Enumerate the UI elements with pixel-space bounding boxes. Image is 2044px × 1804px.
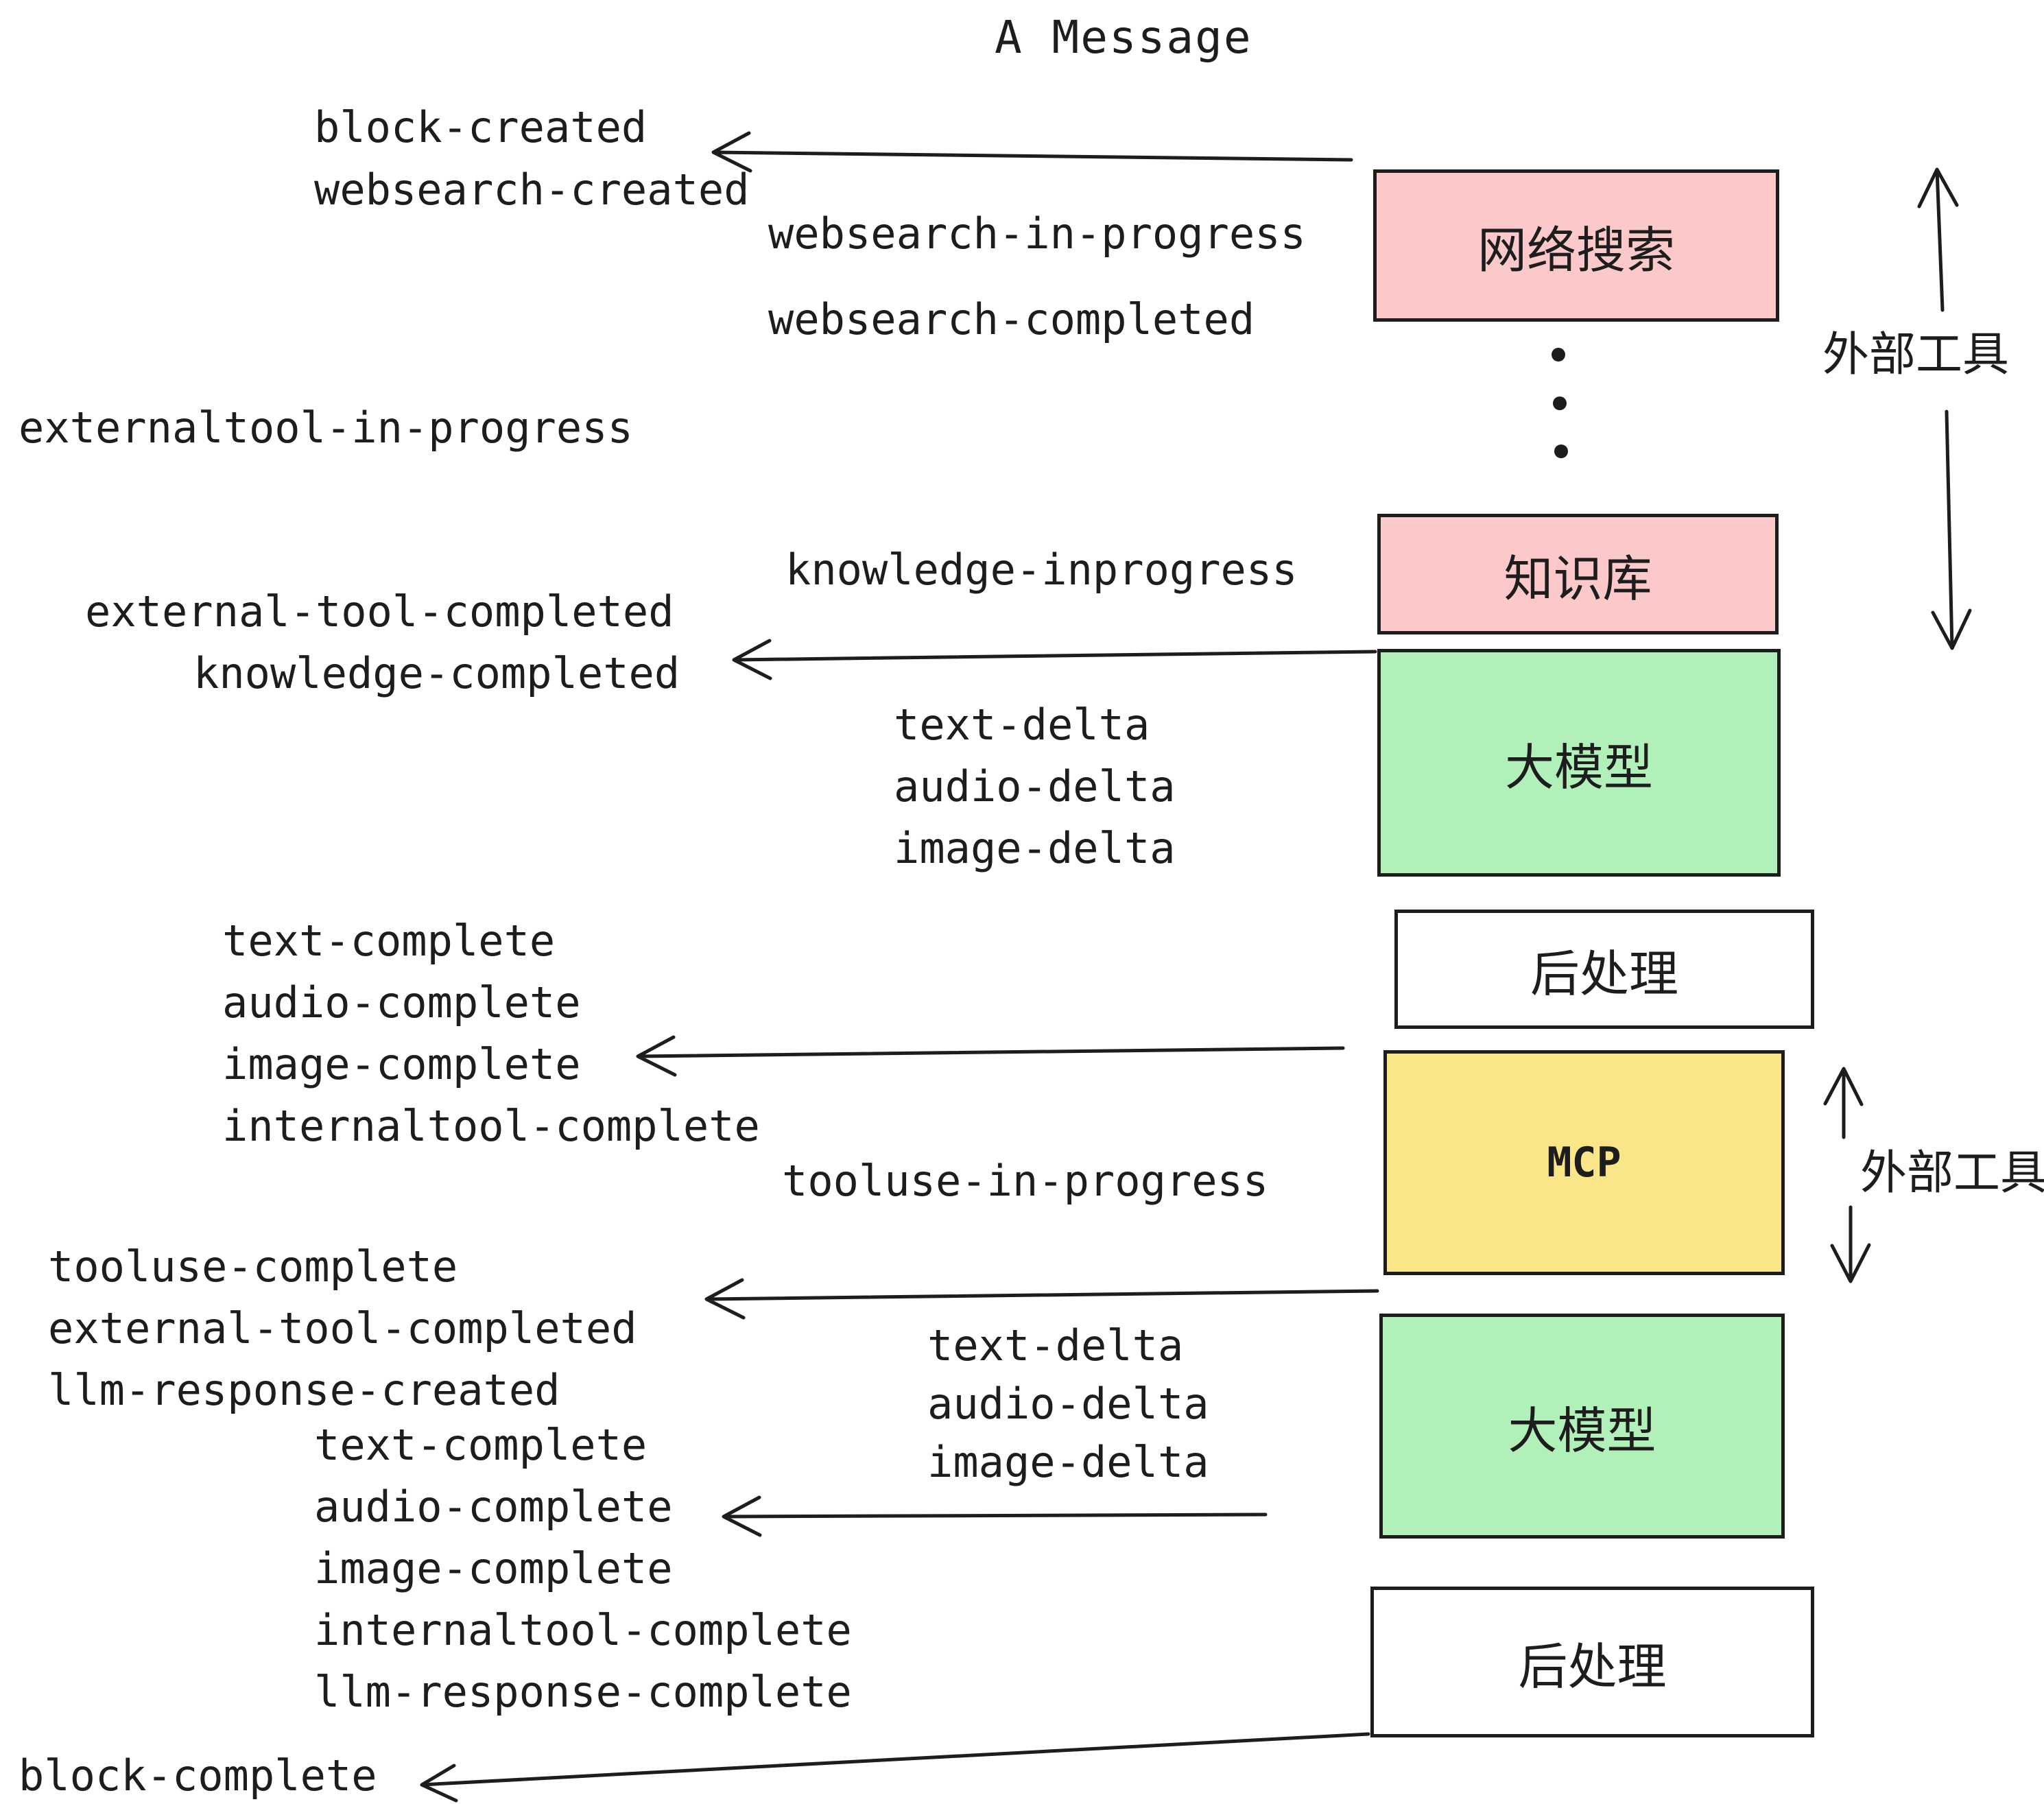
box-post-2: 后处理 — [1370, 1587, 1814, 1737]
event-label-block-created: block-created — [314, 102, 647, 152]
arrow-audio-complete — [722, 1495, 1268, 1537]
arrow-external-tools-down-1 — [1931, 410, 1972, 650]
arrow-external-tools-up-1 — [1917, 167, 1959, 312]
event-label-tooluse-in-progress: tooluse-in-progress — [782, 1156, 1269, 1206]
event-label-image-delta-2: image-delta — [927, 1437, 1209, 1487]
arrow-external-tools-down-2 — [1830, 1205, 1871, 1283]
event-label-websearch-created: websearch-created — [314, 165, 750, 215]
arrow-external-tools-up-2 — [1823, 1067, 1864, 1139]
event-label-llm-response-complete: llm-response-complete — [314, 1667, 852, 1717]
arrow-block-complete — [420, 1732, 1370, 1803]
event-label-text-delta-2: text-delta — [927, 1320, 1184, 1370]
event-label-tooluse-complete: tooluse-complete — [48, 1242, 458, 1292]
event-label-internaltool-complete-2: internaltool-complete — [314, 1605, 852, 1655]
event-label-external-tool-completed: external-tool-completed — [85, 586, 674, 637]
box-mcp: MCP — [1383, 1050, 1785, 1275]
event-label-text-complete: text-complete — [222, 916, 556, 966]
arrow-knowledge-completed — [732, 639, 1377, 680]
box-knowledge: 知识库 — [1377, 514, 1779, 634]
arrow-external-tool-completed — [704, 1278, 1379, 1320]
event-label-audio-complete-2: audio-complete — [314, 1482, 673, 1532]
event-label-llm-response-created: llm-response-created — [48, 1365, 560, 1415]
event-label-websearch-completed: websearch-completed — [768, 294, 1255, 344]
box-knowledge-label: 知识库 — [1504, 551, 1652, 607]
event-label-audio-delta: audio-delta — [894, 761, 1176, 811]
event-label-audio-complete: audio-complete — [222, 977, 581, 1028]
annotation-external-tools-top: 外部工具 — [1822, 329, 2010, 381]
box-mcp-label: MCP — [1547, 1139, 1621, 1187]
event-label-image-delta: image-delta — [894, 823, 1176, 873]
event-label-websearch-in-progress: websearch-in-progress — [768, 209, 1306, 259]
event-label-externaltool-in-progress: externaltool-in-progress — [19, 403, 633, 453]
event-label-text-complete-2: text-complete — [314, 1420, 647, 1470]
arrow-block-created — [711, 131, 1353, 173]
box-post-2-label: 后处理 — [1518, 1639, 1667, 1695]
event-label-text-delta: text-delta — [894, 700, 1150, 750]
event-label-image-complete: image-complete — [222, 1039, 581, 1089]
box-post-1-label: 后处理 — [1530, 947, 1678, 1002]
event-label-audio-delta-2: audio-delta — [927, 1379, 1209, 1429]
event-label-internaltool-complete: internaltool-complete — [222, 1101, 760, 1151]
box-llm-2-label: 大模型 — [1508, 1403, 1656, 1459]
diagram-title: A Message — [995, 11, 1252, 64]
box-llm-2: 大模型 — [1379, 1314, 1785, 1539]
box-llm-1-label: 大模型 — [1504, 740, 1653, 796]
arrow-image-complete — [636, 1035, 1345, 1077]
event-label-external-tool-completed-2: external-tool-completed — [48, 1303, 637, 1353]
event-label-block-complete: block-complete — [19, 1750, 377, 1801]
box-post-1: 后处理 — [1394, 910, 1814, 1029]
box-websearch-label: 网络搜索 — [1477, 223, 1675, 278]
vertical-ellipsis-icon — [1552, 348, 1568, 458]
event-label-knowledge-inprogress: knowledge-inprogress — [785, 545, 1298, 595]
box-websearch: 网络搜索 — [1373, 169, 1779, 322]
annotation-external-tools-mcp: 外部工具 — [1860, 1147, 2044, 1199]
event-label-knowledge-completed: knowledge-completed — [193, 648, 680, 698]
box-llm-1: 大模型 — [1377, 649, 1781, 877]
event-label-image-complete-2: image-complete — [314, 1543, 673, 1593]
